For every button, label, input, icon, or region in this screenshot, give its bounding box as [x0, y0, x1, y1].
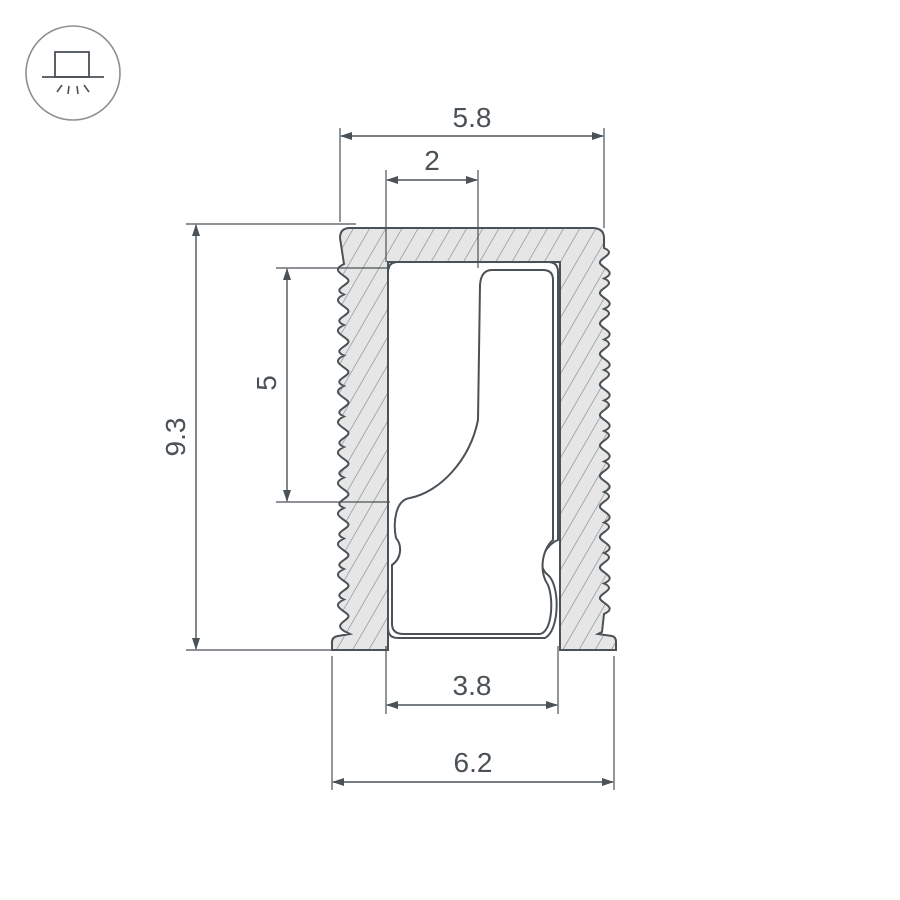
profile-section: [331, 227, 617, 651]
slot-width-label: 2: [424, 145, 440, 176]
dimension-top-width: 5.8: [339, 102, 605, 228]
base-width-label: 6.2: [454, 747, 493, 778]
surface-mount-light-icon: [25, 25, 121, 121]
dimension-inner-width: 3.8: [385, 646, 559, 714]
dimension-slot-width: 2: [385, 145, 479, 268]
top-width-label: 5.8: [453, 102, 492, 133]
led-slot: [391, 269, 554, 635]
slot-depth-label: 5: [251, 375, 282, 391]
height-label: 9.3: [160, 418, 191, 457]
dimension-slot-depth: 5: [251, 267, 390, 503]
dimension-base-width: 6.2: [331, 656, 615, 790]
inner-width-label: 3.8: [453, 670, 492, 701]
dimension-height: 9.3: [160, 223, 356, 651]
